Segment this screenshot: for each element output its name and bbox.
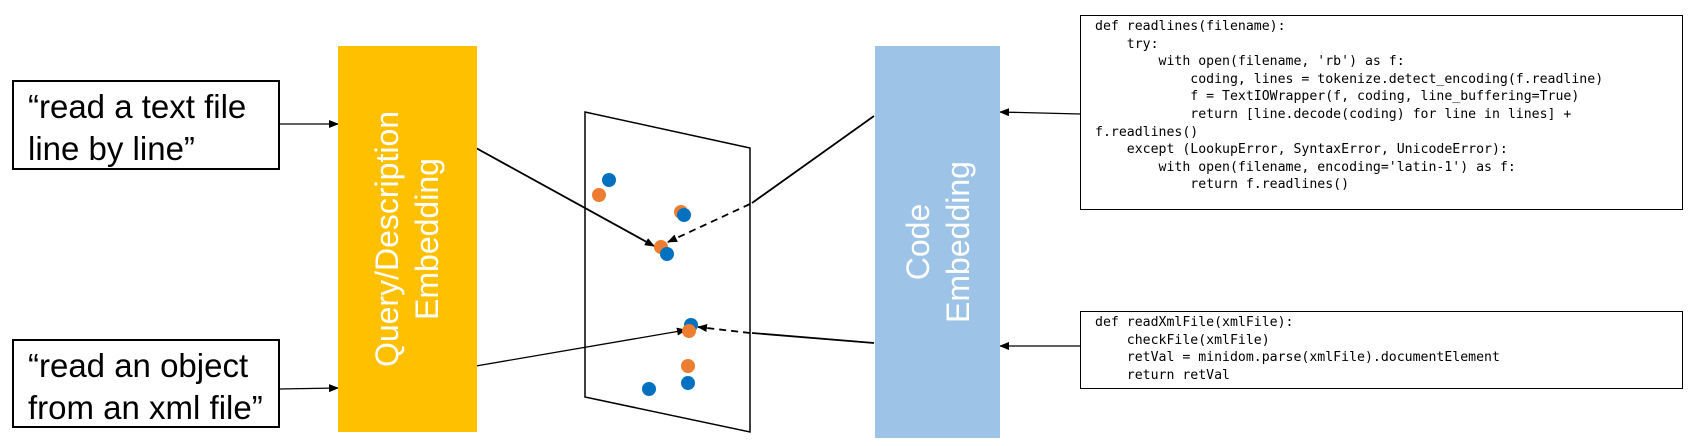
code-line: try:	[1095, 36, 1159, 52]
code1-mapping-dashed-arrow	[667, 203, 751, 243]
query-embedding-label-line: Query/Description	[369, 110, 406, 368]
code2-mapping-dashed-arrow	[697, 324, 751, 334]
code-line: return [line.decode(coding) for line in …	[1095, 106, 1572, 122]
code-line: return retVal	[1095, 367, 1230, 383]
code-line: with open(filename, encoding='latin-1') …	[1095, 159, 1516, 175]
query-line: line by line”	[28, 130, 195, 167]
embedding-points	[592, 173, 698, 396]
code-line: retVal = minidom.parse(xmlFile).document…	[1095, 350, 1500, 366]
code-line: checkFile(xmlFile)	[1095, 332, 1270, 348]
code-point	[602, 173, 616, 187]
query-line: from an xml file”	[28, 389, 263, 426]
code-embedding-block: Code Embedding	[875, 46, 1000, 438]
code-line: f.readlines()	[1095, 124, 1199, 140]
code-line: def readXmlFile(xmlFile):	[1095, 315, 1294, 330]
query-embedding-label: Query/Description Embedding	[368, 111, 448, 367]
code-embedding-label-line: Code	[899, 203, 936, 281]
query1-mapping-arrow	[475, 147, 655, 247]
query2-mapping-arrow	[475, 327, 687, 367]
query-line: “read a text file	[28, 88, 247, 125]
query-box-2: “read an object from an xml file”	[12, 339, 280, 428]
query-box-1: “read a text file line by line”	[12, 80, 280, 170]
code-snippet-2: def readXmlFile(xmlFile): checkFile(xmlF…	[1080, 311, 1683, 389]
query2-to-embedding-arrow	[278, 384, 339, 393]
code-line: coding, lines = tokenize.detect_encoding…	[1095, 71, 1604, 87]
code-point	[660, 247, 674, 261]
code-point	[681, 376, 695, 390]
query-point	[592, 188, 606, 202]
code-line: except (LookupError, SyntaxError, Unicod…	[1095, 142, 1508, 158]
code-point	[642, 382, 656, 396]
code-line: with open(filename, 'rb') as f:	[1095, 54, 1405, 70]
query-line: “read an object	[28, 347, 249, 384]
code-embedding-label-line: Embedding	[939, 161, 976, 323]
embedding-space-plane	[584, 111, 751, 433]
code1-to-embedding-arrow	[999, 108, 1081, 117]
query-point	[681, 359, 695, 373]
code-line: return f.readlines()	[1095, 177, 1350, 193]
code1-mapping-line	[751, 115, 875, 204]
code-point	[677, 208, 691, 222]
query-embedding-label-line: Embedding	[409, 158, 446, 320]
query-point	[682, 324, 696, 338]
code-line: f = TextIOWrapper(f, coding, line_buffer…	[1095, 89, 1580, 105]
query-embedding-block: Query/Description Embedding	[338, 46, 477, 432]
code-snippet-1: def readlines(filename): try: with open(…	[1080, 15, 1683, 210]
code-embedding-label: Code Embedding	[898, 161, 978, 323]
code-line: def readlines(filename):	[1095, 19, 1286, 34]
code2-mapping-line	[751, 332, 875, 344]
